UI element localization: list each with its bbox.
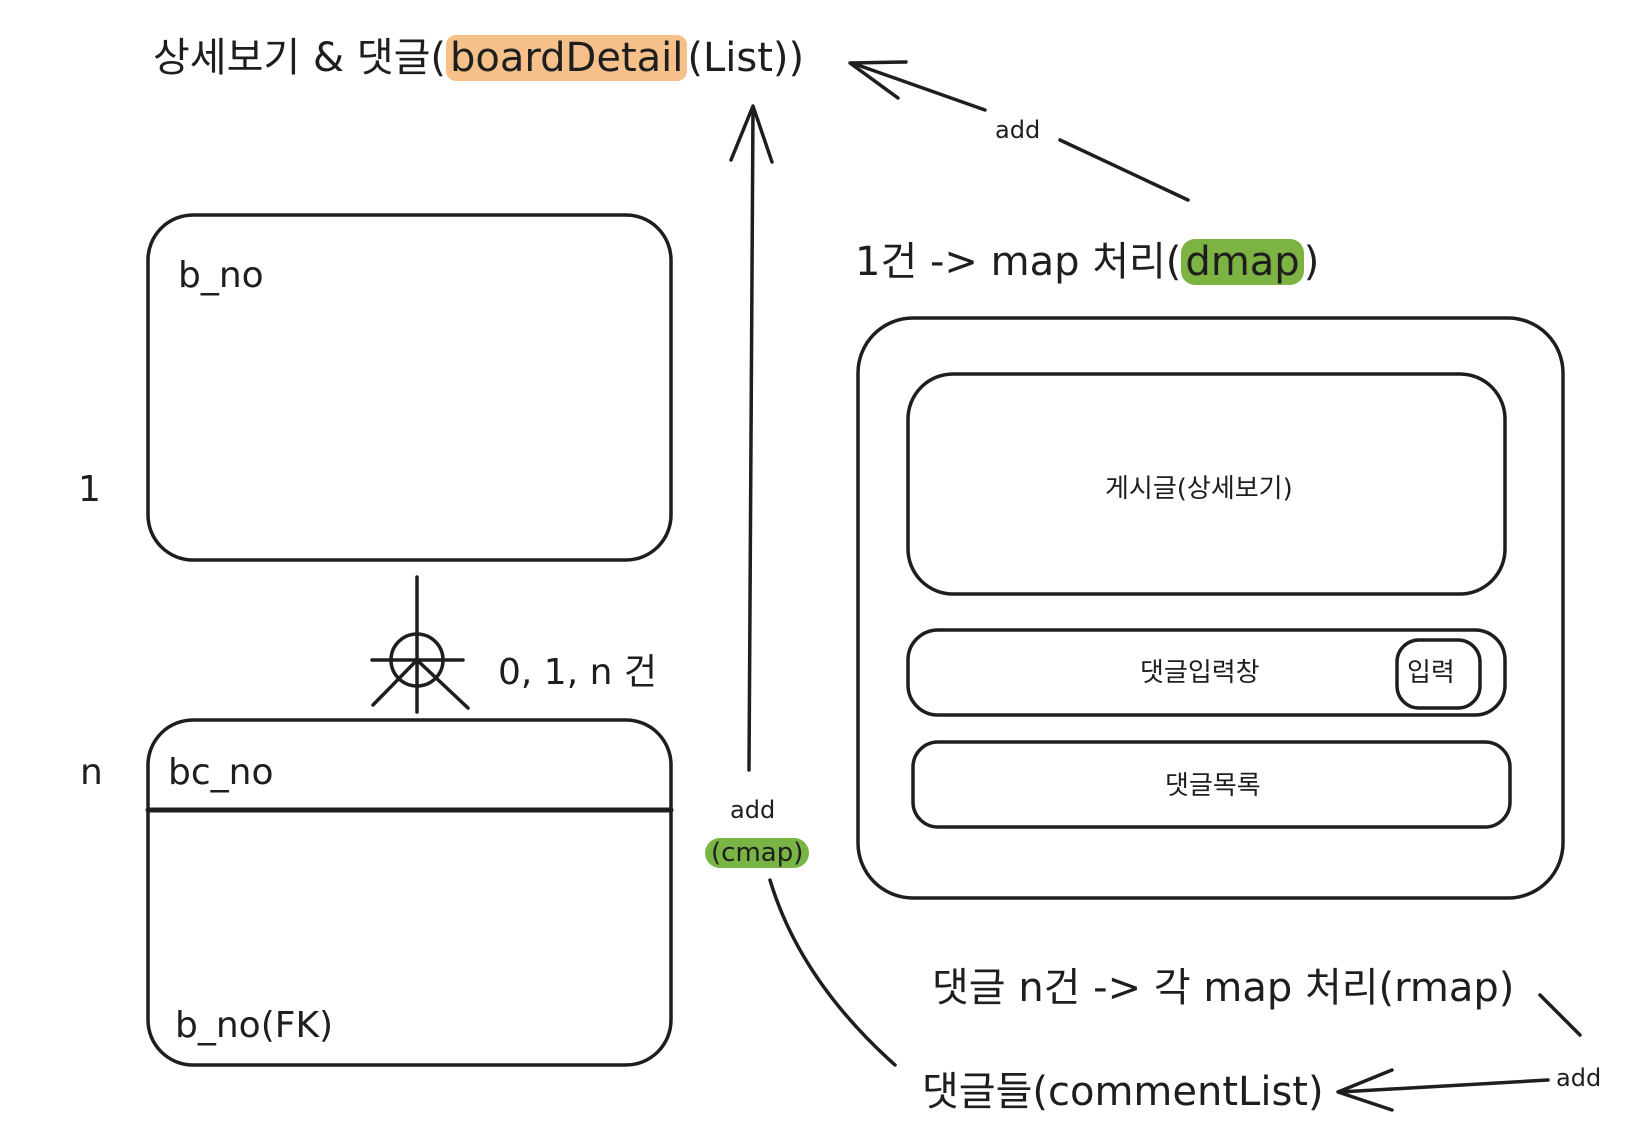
comment-list-title: 댓글들(commentList) bbox=[922, 1069, 1324, 1115]
dmap-note-prefix: 1건 -> map 처리( bbox=[855, 239, 1182, 285]
comment-field-bc-no: bc_no bbox=[168, 752, 274, 793]
board-field-b-no: b_no bbox=[178, 255, 264, 296]
comment-input-label: 댓글입력창 bbox=[1140, 658, 1260, 688]
comment-list-to-cmap-curve bbox=[768, 878, 897, 1067]
dmap-note-highlight: dmap bbox=[1181, 239, 1304, 285]
add-label-cmap: add bbox=[730, 796, 776, 824]
dmap-note: 1건 -> map 처리(dmap) bbox=[855, 239, 1320, 285]
rmap-note: 댓글 n건 -> 각 map 처리(rmap) bbox=[932, 965, 1515, 1011]
dmap-note-suffix: ) bbox=[1303, 239, 1320, 285]
title-prefix: 상세보기 & 댓글( bbox=[153, 35, 447, 81]
comment-entity-box bbox=[146, 718, 673, 1067]
add-label-top: add bbox=[995, 116, 1041, 144]
cardinality-one: 1 bbox=[78, 469, 101, 510]
submit-button-label[interactable]: 입력 bbox=[1407, 658, 1455, 688]
screen-outer-frame bbox=[856, 316, 1565, 900]
cmap-up-arrow bbox=[729, 104, 774, 772]
comment-input-panel bbox=[906, 628, 1507, 717]
post-label: 게시글(상세보기) bbox=[1105, 474, 1293, 504]
relation-label: 0, 1, n 건 bbox=[498, 652, 657, 693]
comment-list-panel bbox=[911, 740, 1512, 829]
title-highlight: boardDetail bbox=[446, 35, 688, 81]
page-title: 상세보기 & 댓글(boardDetail(List)) bbox=[153, 35, 805, 81]
submit-button-frame[interactable] bbox=[1395, 638, 1482, 710]
dmap-to-title-arrow bbox=[848, 60, 1190, 202]
title-suffix: (List)) bbox=[687, 35, 805, 81]
board-entity-box bbox=[146, 213, 673, 562]
relation-connector bbox=[370, 575, 470, 714]
comment-field-b-no-fk: b_no(FK) bbox=[175, 1005, 334, 1046]
comment-list-label: 댓글목록 bbox=[1165, 771, 1261, 801]
cmap-label: (cmap) bbox=[705, 838, 810, 868]
add-label-bottom: add bbox=[1556, 1064, 1602, 1092]
post-panel bbox=[906, 372, 1507, 596]
cardinality-many: n bbox=[80, 752, 103, 793]
rmap-to-comment-list-arrow bbox=[1336, 993, 1582, 1112]
